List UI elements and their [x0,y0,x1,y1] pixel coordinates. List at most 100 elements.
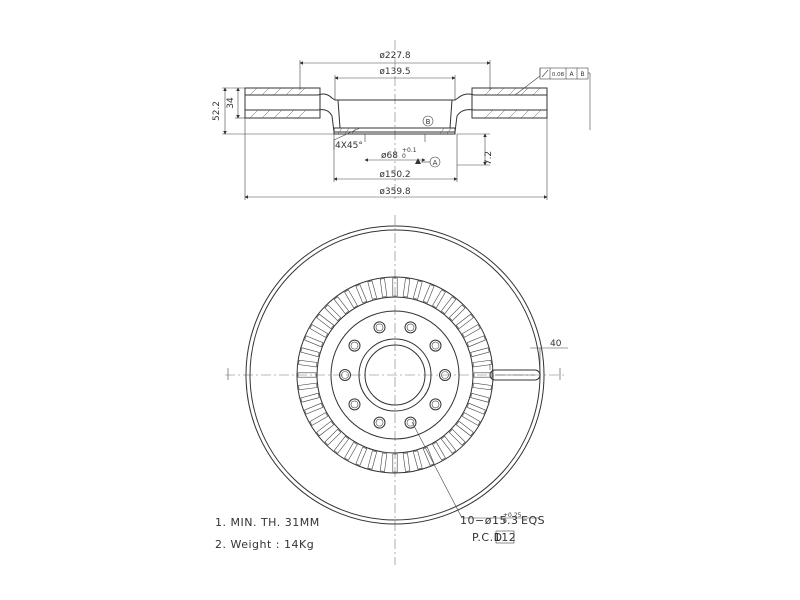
cooling-vane [316,420,335,437]
dim-rotor-height: 34 [226,87,245,119]
cooling-vane [333,435,350,454]
wear-groove: 40 [489,339,568,381]
holes-tol-upper: +0.25 [503,512,522,519]
bolt-hole-inner [431,400,440,409]
cooling-vane [432,289,446,309]
cooling-vane [324,304,342,322]
holes-tol-lower: 0 [503,518,507,525]
rotor-section-right [471,87,548,119]
cooling-vane [470,347,490,358]
cooling-vane [402,278,411,298]
bolt-hole [404,321,417,334]
cooling-vane [470,392,490,403]
dim-total-height-label: 52.2 [212,101,222,121]
bolt-hole [439,369,451,381]
bolt-hole-inner [375,323,384,332]
cooling-vane [466,402,486,415]
cooling-vane [333,296,350,315]
cooling-vane [344,441,358,461]
cooling-vane [355,446,368,466]
cooling-vane [422,284,435,304]
dim-groove-label: 40 [550,339,562,349]
cooling-vane [300,392,320,403]
vent-ring-inner [316,296,474,454]
dim-center-bore-label: ø68 [381,151,398,161]
side-view: ø227.8 ø139.5 52.2 34 4X45° [212,40,591,200]
gdt-tolerance: 0.08 [552,72,565,78]
cooling-vane [316,313,335,330]
pcd-box [495,530,515,544]
cooling-vane [392,453,398,473]
cooling-vane [472,382,492,391]
cooling-vane [304,335,324,348]
dim-outer-hat-label: ø227.8 [379,51,411,61]
datum-b: B [422,115,434,127]
dim-inner-hat-label: ø139.5 [379,67,410,77]
cooling-vane [440,435,457,454]
dim-total-height: 52.2 [212,87,334,135]
bolt-hole-inner [431,341,440,350]
cooling-vane [402,452,411,472]
cooling-vane [309,412,329,426]
dim-chamfer: 4X45° [333,127,363,151]
cooling-vane [344,289,358,309]
cooling-vane [355,284,368,304]
cooling-vane [367,450,378,470]
cooling-vanes [297,277,493,473]
note-weight: 2. Weight : 14Kg [215,538,314,551]
disc-outer-edge [245,225,545,525]
notes: 1. MIN. TH. 31MM 2. Weight : 14Kg [215,516,320,551]
cooling-vane [422,446,435,466]
cooling-vane [297,372,317,378]
cooling-vane [440,296,457,315]
dim-disc-dia-label: ø359.8 [379,187,411,197]
gdt-symbol [541,69,549,78]
cooling-vane [304,402,324,415]
cooling-vane [455,313,474,330]
holes-suffix: EQS [521,514,545,527]
dim-hub-dia-label: ø150.2 [379,170,410,180]
dim-center-bore: ø68 +0.1 0 A [364,147,441,168]
cooling-vane [379,278,388,298]
datum-a-label: A [433,159,438,167]
datum-b-label: B [426,118,431,126]
cooling-vane [367,280,378,300]
bolt-hole [429,339,442,352]
cooling-vane [466,335,486,348]
pcd-value: 112 [494,531,517,544]
cooling-vane [298,382,318,391]
bolt-hole-inner [350,400,359,409]
bolt-hole [348,339,361,352]
bolt-hole-inner [341,371,349,379]
hole-callout: 10−ø15.3 +0.25 0 EQS P.C.D 112 [460,512,545,544]
hat-profile [317,93,475,142]
bolt-hole [373,416,386,429]
cooling-vane [455,420,474,437]
bolt-hole-inner [350,341,359,350]
cooling-vane [392,277,398,297]
cooling-vane [412,450,423,470]
cooling-vane [461,324,481,338]
cooling-vane [432,441,446,461]
bolt-hole-inner [406,323,415,332]
cooling-vane [379,452,388,472]
rotor-section-left [244,87,321,119]
center-bore [364,344,426,406]
dim-disc-dia: ø359.8 [244,118,548,200]
datum-a-bubble [429,156,441,168]
bolt-hole [404,416,417,429]
gdt-ref-b: B [580,71,584,78]
note-min-thickness: 1. MIN. TH. 31MM [215,516,320,529]
cooling-vane [309,324,329,338]
hub-outer [330,310,460,440]
cooling-vane [472,359,492,368]
cooling-vane [473,372,493,378]
datum-a-triangle [415,158,421,164]
front-view: 40 [225,215,568,565]
dim-hub-face: 7.2 [457,133,494,166]
holes-callout-text: 10−ø15.3 [460,514,518,527]
dim-center-bore-tol-lower: 0 [402,153,406,160]
cooling-vane [298,359,318,368]
dim-rotor-height-label: 34 [226,97,236,109]
